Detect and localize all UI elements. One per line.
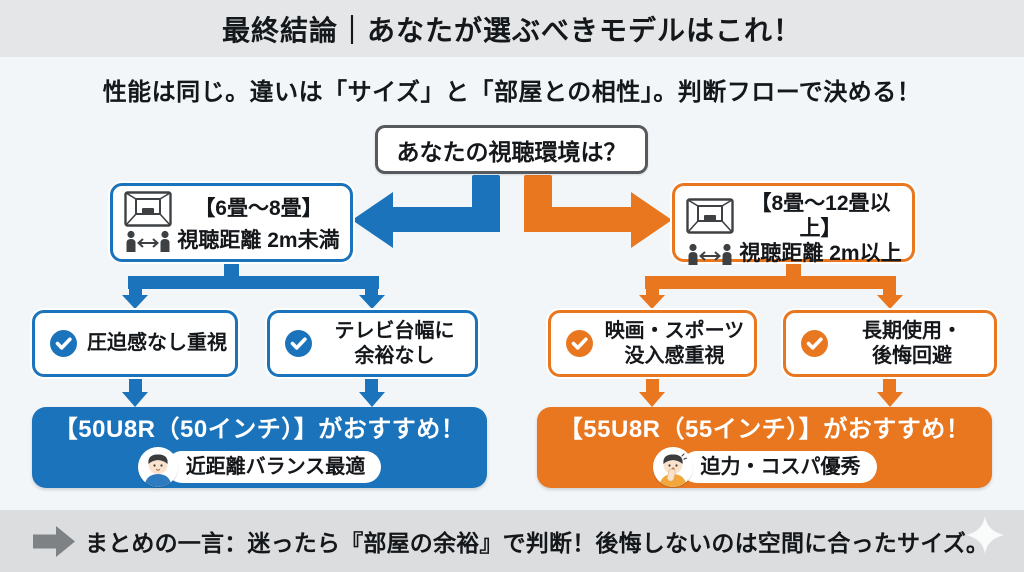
condition-node-large-room: 【8畳～12畳以上】 視聴距離 2m以上: [672, 183, 915, 265]
criteria-node: 映画・スポーツ 没入感重視: [548, 310, 757, 377]
person-avatar-icon: [137, 446, 178, 487]
question-text: あなたの視聴環境は？: [396, 138, 627, 165]
criteria-label: 長期使用・ 後悔回避: [862, 319, 962, 367]
viewing-distance-text: 視聴距離 2m未満: [177, 228, 340, 252]
check-icon: [49, 329, 78, 358]
badge-label: 近距離バランス最適: [165, 450, 382, 483]
recommendation-node-55u8r: 【55U8R（55インチ）】がおすすめ！: [537, 407, 992, 488]
room-icon: [124, 191, 172, 227]
check-icon: [284, 329, 313, 358]
person-thinking-avatar-icon: [652, 446, 693, 487]
criteria-label: 圧迫感なし重視: [87, 332, 227, 354]
page-title: 最終結論｜あなたが選ぶべきモデルはこれ！: [221, 14, 802, 46]
criteria-node: テレビ台幅に 余裕なし: [267, 310, 478, 377]
badge-row: 迫力・コスパ優秀: [652, 446, 877, 487]
criteria-label: 映画・スポーツ 没入感重視: [604, 319, 745, 367]
check-icon: [800, 329, 829, 358]
intro-text: 性能は同じ。違いは「サイズ」と「部屋との相性」。判断フローで決める！: [102, 79, 922, 106]
badge-row: 近距離バランス最適: [137, 446, 382, 487]
summary-text: まとめの一言：迷ったら『部屋の余裕』で判断！後悔しないのは空間に合ったサイズ。: [85, 530, 990, 556]
criteria-node: 圧迫感なし重視: [32, 310, 238, 377]
question-node: あなたの視聴環境は？: [375, 125, 648, 174]
room-size-text: 【8畳～12畳以上】: [750, 192, 891, 241]
viewing-distance-icon: [125, 229, 171, 252]
criteria-label: テレビ台幅に 余裕なし: [334, 319, 455, 367]
badge-label: 迫力・コスパ優秀: [680, 450, 877, 483]
summary-bar: まとめの一言：迷ったら『部屋の余裕』で判断！後悔しないのは空間に合ったサイズ。: [0, 510, 1024, 572]
sparkle-icon: [966, 516, 1004, 554]
flowchart-area: 性能は同じ。違いは「サイズ」と「部屋との相性」。判断フローで決める！: [0, 57, 1024, 510]
recommendation-node-50u8r: 【50U8R（50インチ）】がおすすめ！ 近距離バランス最適: [32, 407, 487, 488]
recommendation-text: 【55U8R（55インチ）】がおすすめ！: [558, 415, 971, 443]
viewing-distance-text: 視聴距離 2m以上: [739, 242, 902, 266]
criteria-node: 長期使用・ 後悔回避: [783, 310, 997, 377]
condition-node-small-room: 【6畳～8畳】 視聴距離 2m未満: [110, 183, 353, 262]
room-size-text: 【6畳～8畳】: [194, 197, 323, 221]
header-bar: 最終結論｜あなたが選ぶべきモデルはこれ！: [0, 0, 1024, 57]
recommendation-text: 【50U8R（50インチ）】がおすすめ！: [53, 415, 466, 443]
right-arrow-icon: [33, 525, 75, 557]
room-icon: [686, 198, 734, 234]
check-icon: [565, 329, 594, 358]
viewing-distance-icon: [687, 242, 733, 265]
